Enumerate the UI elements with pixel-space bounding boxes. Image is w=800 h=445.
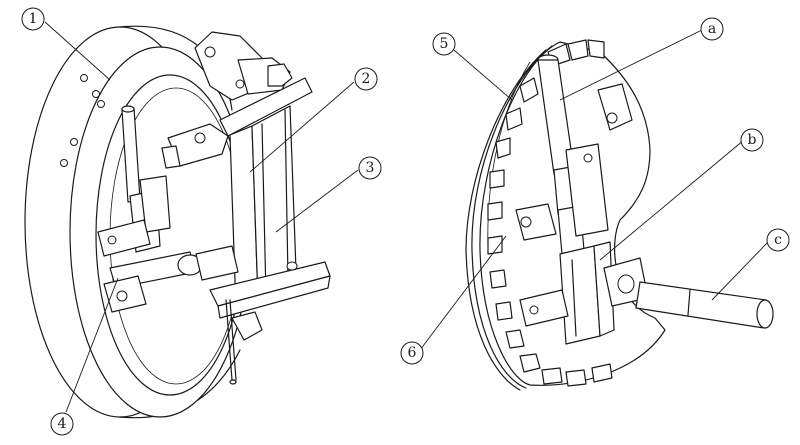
callout-3: 3 bbox=[358, 156, 382, 180]
callout-5: 5 bbox=[432, 32, 456, 56]
svg-text:2: 2 bbox=[362, 71, 371, 87]
right-assembly bbox=[465, 39, 774, 391]
svg-text:c: c bbox=[774, 232, 782, 248]
callout-b: b bbox=[740, 128, 764, 152]
bolt-hole bbox=[97, 100, 105, 108]
svg-text:3: 3 bbox=[366, 160, 375, 176]
callout-4: 4 bbox=[50, 412, 74, 436]
callout-c: c bbox=[766, 228, 790, 252]
vertical-rod bbox=[121, 105, 171, 253]
svg-text:a: a bbox=[708, 21, 716, 37]
bolt-hole bbox=[70, 138, 78, 146]
right-top-bracket bbox=[597, 83, 633, 131]
side-clamp bbox=[515, 203, 774, 329]
segment-ring bbox=[487, 39, 613, 387]
svg-text:1: 1 bbox=[29, 11, 38, 27]
svg-text:5: 5 bbox=[440, 36, 449, 52]
bolt-hole bbox=[60, 159, 68, 167]
callout-2: 2 bbox=[354, 67, 378, 91]
svg-text:b: b bbox=[748, 132, 757, 148]
svg-text:4: 4 bbox=[58, 416, 67, 432]
guide-block bbox=[559, 241, 615, 345]
upper-clamp bbox=[161, 123, 229, 169]
callout-1: 1 bbox=[21, 7, 45, 31]
cylinder-rod bbox=[537, 54, 609, 255]
lower-mechanism bbox=[97, 219, 239, 385]
callout-a: a bbox=[700, 17, 724, 41]
bolt-hole bbox=[92, 90, 100, 98]
bolt-hole bbox=[80, 74, 88, 82]
svg-text:6: 6 bbox=[408, 345, 417, 361]
callout-labels: 1 2 3 4 5 6 a b bbox=[21, 7, 790, 436]
guide-frame bbox=[209, 77, 331, 341]
left-assembly bbox=[24, 25, 331, 419]
top-flange bbox=[194, 31, 293, 101]
callout-leaders bbox=[44, 21, 771, 413]
callout-6: 6 bbox=[400, 341, 424, 365]
